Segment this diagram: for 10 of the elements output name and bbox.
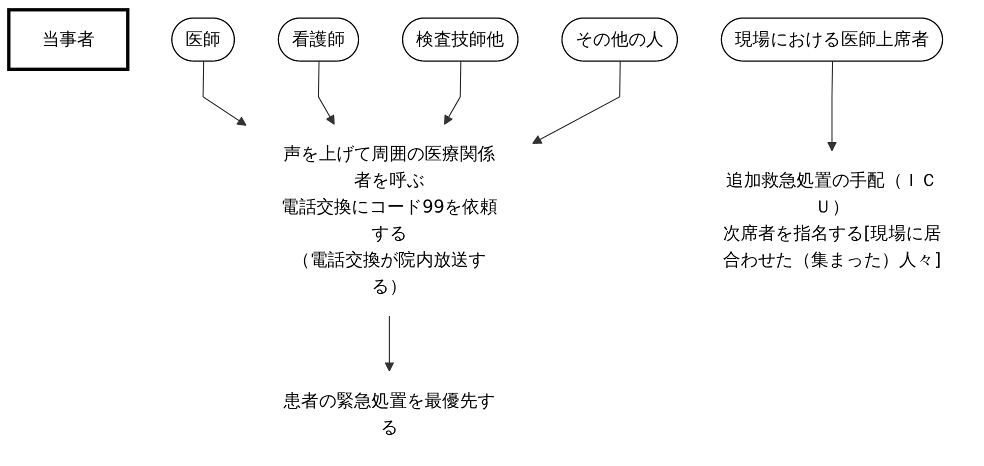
arrow bbox=[202, 61, 247, 126]
arrow bbox=[532, 61, 621, 144]
node-text: 声を上げて周囲の医療関係者を呼ぶ 電話交換にコード99を依頼する （電話交換が院内放送する） bbox=[281, 142, 498, 296]
node-text: 患者の緊急処置を最優先する bbox=[284, 389, 496, 437]
arrow bbox=[827, 61, 837, 151]
arrow bbox=[384, 316, 394, 372]
node-text: 追加救急処置の手配（ＩＣＵ） 次席者を指名する[現場に居合わせた（集まった）人々] bbox=[722, 169, 942, 270]
node-box: 当事者 bbox=[7, 8, 130, 71]
arrow bbox=[318, 61, 335, 124]
arrow bbox=[444, 61, 462, 124]
